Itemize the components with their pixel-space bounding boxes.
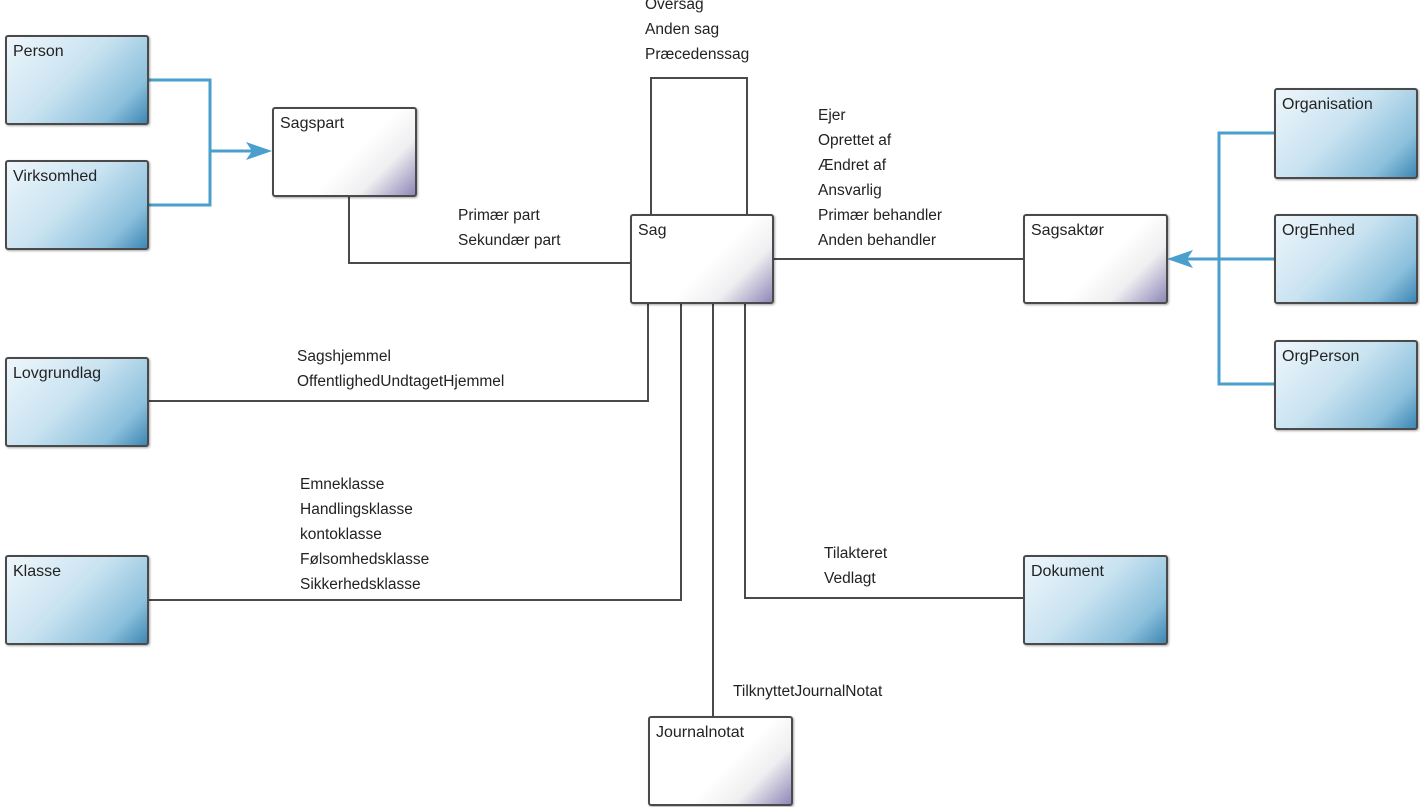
entity-label: Dokument xyxy=(1031,563,1104,580)
relation-label: Sekundær part xyxy=(458,232,561,249)
klasse-relation-labels: Emneklasse Handlingsklasse kontoklasse F… xyxy=(300,472,429,597)
relation-label: Primær behandler xyxy=(818,207,943,224)
relation-label: Handlingsklasse xyxy=(300,501,413,518)
relation-label: Anden behandler xyxy=(818,232,937,249)
entity-journalnotat[interactable]: Journalnotat xyxy=(648,716,793,806)
relation-label: Ejer xyxy=(818,107,846,124)
entity-sagspart[interactable]: Sagspart xyxy=(272,107,417,197)
entity-dokument[interactable]: Dokument xyxy=(1023,555,1168,645)
sag-self-relation-labels: Oversag Anden sag Præcedenssag xyxy=(645,0,749,67)
sagsaktor-relation-labels: Ejer Oprettet af Ændret af Ansvarlig Pri… xyxy=(818,103,942,253)
entity-person[interactable]: Person xyxy=(5,35,149,125)
lovgrundlag-sag-line xyxy=(148,303,649,402)
journalnotat-relation-labels: TilknyttetJournalNotat xyxy=(733,679,882,704)
lovgrundlag-relation-labels: Sagshjemmel OffentlighedUndtagetHjemmel xyxy=(297,344,504,394)
relation-label: Ændret af xyxy=(818,157,887,174)
dokument-sag-line xyxy=(744,303,1023,599)
relation-label: kontoklasse xyxy=(300,526,382,543)
entity-label: Sagspart xyxy=(280,115,345,132)
relation-label: Oprettet af xyxy=(818,132,892,149)
sagspart-sag-line xyxy=(348,196,630,264)
entity-orgenhed[interactable]: OrgEnhed xyxy=(1274,214,1418,304)
entity-label: Sagsaktør xyxy=(1031,222,1104,239)
arrowhead-sagspart xyxy=(246,142,272,160)
entity-label: Lovgrundlag xyxy=(13,365,102,382)
relation-label: Ansvarlig xyxy=(818,182,882,199)
entity-label: Virksomhed xyxy=(13,168,98,185)
entity-orgperson[interactable]: OrgPerson xyxy=(1274,340,1418,430)
relation-label: Sikkerhedsklasse xyxy=(300,576,421,593)
entity-lovgrundlag[interactable]: Lovgrundlag xyxy=(5,357,149,447)
relation-label: Følsomhedsklasse xyxy=(300,551,430,568)
entity-label: Sag xyxy=(638,222,667,239)
entity-label: Klasse xyxy=(13,563,62,580)
entity-klasse[interactable]: Klasse xyxy=(5,555,149,645)
klasse-sag-line xyxy=(148,303,682,601)
relation-label: Oversag xyxy=(645,0,704,13)
person-generalization-line xyxy=(148,78,212,207)
arrowhead-sagsaktor xyxy=(1167,250,1193,268)
entity-sagsaktor[interactable]: Sagsaktør xyxy=(1023,214,1168,304)
relation-label: Emneklasse xyxy=(300,476,385,493)
relation-label: Sagshjemmel xyxy=(297,348,391,365)
entity-virksomhed[interactable]: Virksomhed xyxy=(5,160,149,250)
entity-label: OrgEnhed xyxy=(1282,222,1355,239)
relation-label: OffentlighedUndtagetHjemmel xyxy=(297,373,505,390)
relation-label: Tilakteret xyxy=(824,545,888,562)
entity-label: Person xyxy=(13,43,64,60)
entity-sag[interactable]: Sag xyxy=(630,214,774,304)
entity-label: Journalnotat xyxy=(656,724,745,741)
sagspart-relation-labels: Primær part Sekundær part xyxy=(458,203,561,253)
relation-label: Præcedenssag xyxy=(645,46,750,63)
relation-label: Primær part xyxy=(458,207,540,224)
relation-label: Anden sag xyxy=(645,21,720,38)
relation-label: TilknyttetJournalNotat xyxy=(733,683,883,700)
entity-label: Organisation xyxy=(1282,96,1373,113)
entity-organisation[interactable]: Organisation xyxy=(1274,88,1418,179)
sag-self-association xyxy=(650,77,748,214)
dokument-relation-labels: Tilakteret Vedlagt xyxy=(824,541,887,591)
relation-label: Vedlagt xyxy=(824,570,876,587)
entity-label: OrgPerson xyxy=(1282,348,1360,365)
